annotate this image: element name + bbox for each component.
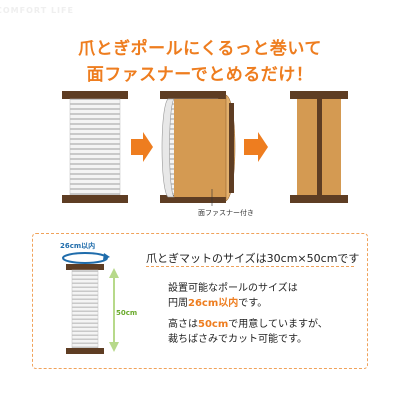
height-line-2: 裁ちばさみでカット可能です。 bbox=[168, 334, 307, 345]
pole-size-paragraph: 設置可能なポールのサイズは 円周26cm以内です。 bbox=[168, 281, 298, 311]
title-line-2: 面ファスナーでとめるだけ！ bbox=[86, 65, 314, 85]
height-line-1: 高さは50cmで用意していますが、 bbox=[168, 319, 328, 330]
pole-size-line-1: 設置可能なポールのサイズは bbox=[168, 283, 298, 294]
velcro-note: 面ファスナー付き bbox=[198, 209, 254, 217]
pole-size-line-2: 円周26cm以内です。 bbox=[168, 298, 268, 309]
arrow-right-icon bbox=[131, 132, 153, 162]
arrow-right-icon bbox=[244, 132, 268, 162]
height-label: 50cm bbox=[116, 309, 138, 317]
step1-pole bbox=[62, 91, 128, 203]
size-heading: 爪とぎマットのサイズは30cm×50cmです bbox=[146, 252, 360, 265]
heading-underline bbox=[146, 266, 354, 267]
title-line-1: 爪とぎポールにくるっと巻いて bbox=[78, 39, 322, 59]
height-paragraph: 高さは50cmで用意していますが、 裁ちばさみでカット可能です。 bbox=[168, 317, 328, 347]
circumference-arrow-icon bbox=[103, 253, 110, 260]
step3-pole-wrapped bbox=[290, 91, 348, 203]
steps-illustration bbox=[62, 91, 348, 206]
background-pattern: COMFORT LIFE bbox=[0, 6, 74, 15]
height-arrow-up-icon bbox=[109, 268, 119, 278]
size-illustration bbox=[62, 252, 119, 354]
height-arrow-down-icon bbox=[109, 342, 119, 352]
info-box bbox=[32, 233, 368, 369]
step2-wrapping bbox=[160, 91, 236, 203]
circumference-label: 26cm以内 bbox=[60, 242, 96, 250]
